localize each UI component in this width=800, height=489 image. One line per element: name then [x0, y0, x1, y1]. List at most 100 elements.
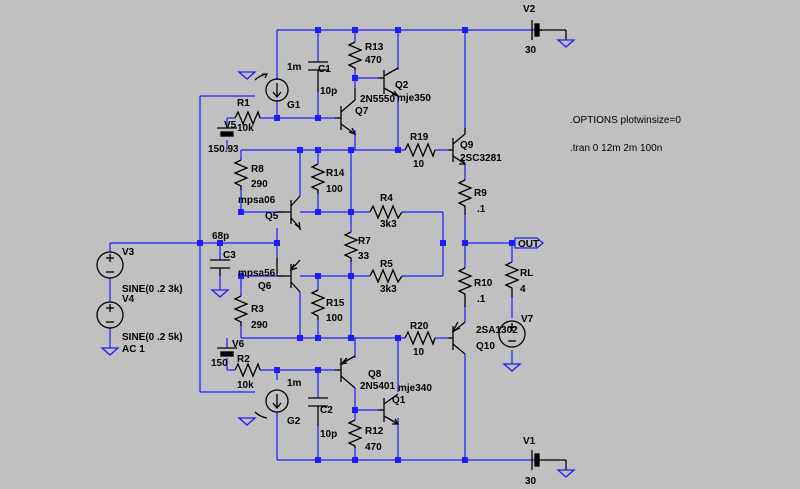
c2-name: C2	[320, 405, 333, 416]
q9-model: 2SC3281	[460, 153, 502, 164]
c1-value: 10p	[320, 86, 337, 97]
r8-name: R8	[251, 164, 264, 175]
out-net-label: OUT	[518, 239, 539, 250]
voltage-source-v4-symbol[interactable]	[96, 301, 124, 329]
resistor-r14-symbol[interactable]	[310, 163, 326, 194]
junction-dots	[197, 27, 515, 463]
resistor-r20-symbol[interactable]	[404, 330, 436, 346]
resistor-r12-symbol[interactable]	[347, 419, 363, 448]
r14-name: R14	[326, 168, 345, 179]
r1-value: 10k	[237, 123, 254, 134]
r10-value: .1	[477, 294, 486, 305]
voltage-source-v3-symbol[interactable]	[96, 251, 124, 279]
transistor-q6-symbol[interactable]	[276, 258, 301, 293]
resistor-r9-symbol[interactable]	[457, 179, 473, 215]
v1-name: V1	[523, 436, 536, 447]
v5-value: 150.93	[208, 144, 239, 155]
v2-value: 30	[525, 45, 537, 56]
resistor-r3-symbol[interactable]	[233, 295, 249, 326]
ground-icon	[502, 363, 522, 372]
v6-name: V6	[232, 339, 245, 350]
resistor-r19-symbol[interactable]	[404, 142, 436, 158]
battery-v1-symbol[interactable]	[531, 450, 567, 470]
r9-value: .1	[477, 204, 486, 215]
q8-name: Q8	[368, 369, 382, 380]
resistor-r15-symbol[interactable]	[310, 289, 326, 320]
resistor-rl-symbol[interactable]	[504, 261, 520, 297]
voltage-source-v7-symbol[interactable]	[498, 320, 526, 348]
battery-v2-symbol[interactable]	[531, 20, 567, 40]
r5-value: 3k3	[380, 284, 397, 295]
ground-icon	[237, 417, 257, 426]
c2-value: 10p	[320, 429, 337, 440]
q2-model: mje350	[397, 93, 431, 104]
battery-v5-symbol[interactable]	[217, 127, 237, 137]
transistor-q10-symbol[interactable]	[448, 321, 466, 355]
r2-value: 10k	[237, 380, 254, 391]
resistor-r5-symbol[interactable]	[369, 268, 403, 284]
r3-name: R3	[251, 304, 264, 315]
rl-value: 4	[520, 284, 526, 295]
labels: OUT V2 30 V1 30 V3 SINE(0 .2 3k) V4 SINE…	[122, 4, 681, 487]
r12-name: R12	[365, 426, 384, 437]
spice-directive-options: .OPTIONS plotwinsize=0	[570, 115, 681, 126]
resistor-r4-symbol[interactable]	[369, 204, 403, 220]
resistor-r2-symbol[interactable]	[234, 362, 261, 378]
r1-name: R1	[237, 98, 250, 109]
q5-model: mpsa06	[238, 195, 276, 206]
resistor-r7-symbol[interactable]	[343, 231, 359, 262]
capacitor-c2-symbol[interactable]	[308, 397, 328, 426]
v4-value: SINE(0 .2 5k)	[122, 332, 183, 343]
ground-icon	[237, 71, 257, 80]
rl-name: RL	[520, 268, 533, 279]
transistor-q9-symbol[interactable]	[448, 128, 467, 165]
v7-name: V7	[521, 314, 534, 325]
out-net-flag[interactable]	[514, 237, 544, 249]
g2-value: 1m	[287, 378, 302, 389]
v6-value: 150	[211, 358, 228, 369]
r7-name: R7	[358, 236, 371, 247]
q6-model: mpsa56	[238, 268, 276, 279]
resistor-r1-symbol[interactable]	[234, 110, 261, 126]
q1-model: mje340	[398, 383, 432, 394]
c3-name: C3	[223, 250, 236, 261]
ground-icon	[556, 469, 576, 478]
r10-name: R10	[474, 278, 493, 289]
transistor-q8-symbol[interactable]	[335, 355, 356, 389]
capacitor-c1-symbol[interactable]	[308, 61, 328, 92]
q6-name: Q6	[258, 281, 272, 292]
battery-v6-symbol[interactable]	[217, 347, 237, 357]
transistor-q2-symbol[interactable]	[378, 67, 400, 98]
transistor-q5-symbol[interactable]	[277, 195, 301, 230]
ground-symbols	[100, 39, 576, 478]
r20-name: R20	[410, 321, 429, 332]
resistor-r8-symbol[interactable]	[233, 159, 249, 190]
g2-name: G2	[287, 416, 301, 427]
spice-directive-tran: .tran 0 12m 2m 100n	[570, 143, 662, 154]
c3-value: 68p	[212, 231, 229, 242]
current-source-g1-symbol[interactable]	[254, 73, 289, 102]
capacitor-c3-symbol[interactable]	[210, 259, 230, 276]
q7-model: 2N5550	[360, 94, 395, 105]
transistor-q1-symbol[interactable]	[378, 393, 400, 425]
r14-value: 100	[326, 184, 343, 195]
r13-value: 470	[365, 55, 382, 66]
r8-value: 290	[251, 179, 268, 190]
v1-value: 30	[525, 476, 537, 487]
r13-name: R13	[365, 42, 384, 53]
resistor-r10-symbol[interactable]	[457, 267, 473, 307]
transistor-q7-symbol[interactable]	[335, 88, 357, 136]
g1-value: 1m	[287, 62, 302, 73]
v4-name: V4	[122, 294, 135, 305]
r12-value: 470	[365, 442, 382, 453]
current-source-g2-symbol[interactable]	[254, 389, 289, 419]
r15-name: R15	[326, 298, 345, 309]
r4-value: 3k3	[380, 219, 397, 230]
r7-value: 33	[358, 251, 370, 262]
resistor-r13-symbol[interactable]	[347, 41, 363, 70]
r5-name: R5	[380, 259, 393, 270]
ground-icon	[210, 289, 230, 298]
q1-name: Q1	[392, 395, 406, 406]
r3-value: 290	[251, 320, 268, 331]
